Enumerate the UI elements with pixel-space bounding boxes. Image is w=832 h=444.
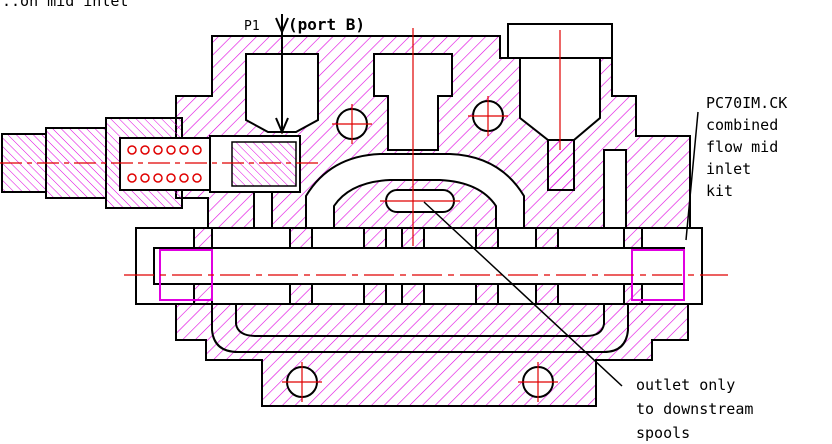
outlet-label-line-1: outlet only [636, 376, 735, 394]
right-channel [547, 139, 575, 191]
outlet-label-line-2: to downstream [636, 400, 753, 418]
relief-spring [127, 145, 202, 183]
kit-leader-line [685, 111, 699, 241]
port-b-arrow [275, 14, 289, 135]
kit-label-line-4: inlet [706, 160, 751, 178]
valve-body-lower [175, 303, 689, 407]
outlet-label-line-3: spools [636, 424, 690, 442]
kit-label-line-1: PC70IM.CK [706, 94, 787, 112]
port-b-label: (port B) [288, 15, 365, 34]
kit-label-line-2: combined [706, 116, 778, 134]
port-p1-label: P1 [244, 19, 260, 34]
spool-shaft [153, 247, 685, 285]
header-partial-text: ..on mid inlet [2, 0, 128, 10]
kit-label-line-5: kit [706, 182, 733, 200]
outlet-leader-line [423, 201, 623, 387]
lower-loop-inner [235, 304, 605, 337]
kit-label-line-3: flow mid [706, 138, 778, 156]
lower-loop-channel [211, 304, 629, 353]
right-vertical-channel [603, 149, 627, 229]
